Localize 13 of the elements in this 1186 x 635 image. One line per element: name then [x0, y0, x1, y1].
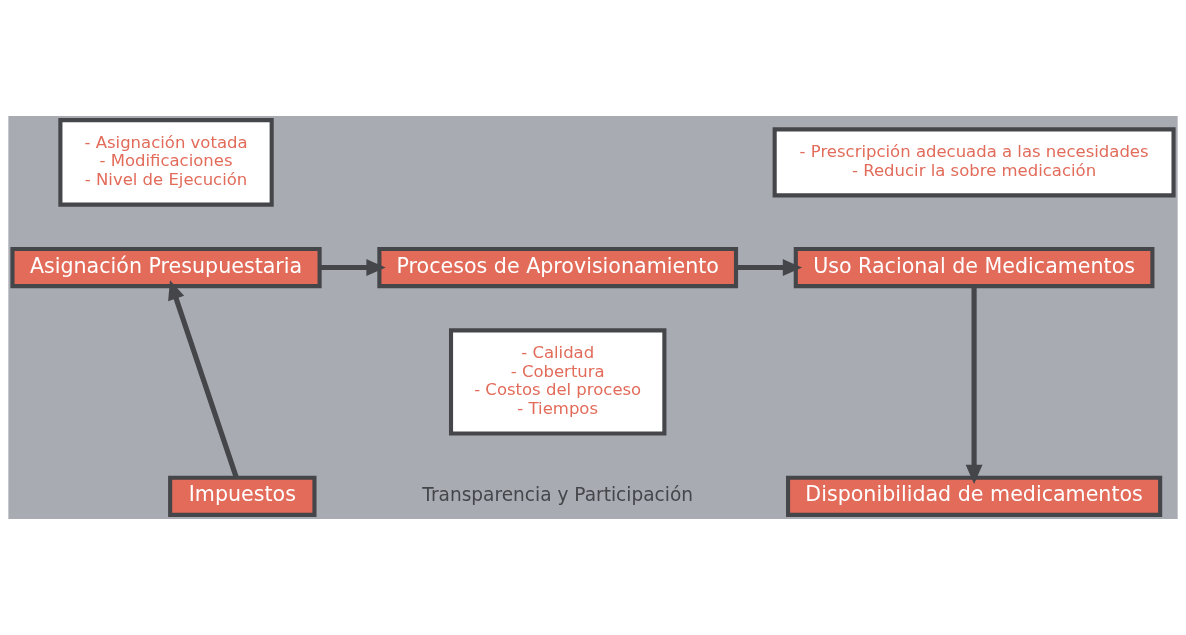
node-box: Procesos de Aprovisionamiento	[377, 246, 739, 289]
node-box: Disponibilidad de medicamentos	[786, 475, 1163, 517]
arrow	[736, 259, 803, 276]
node-box: - Asignación votada - Modificaciones - Nivel de Ejecución	[58, 118, 274, 207]
arrow	[168, 280, 239, 479]
node-box: - Prescripción adecuada a las necesidades - Reducir la sobre medicación	[772, 127, 1176, 198]
label: Transparencia y Participación	[422, 483, 694, 505]
node-box: Uso Racional de Medicamentos	[793, 246, 1155, 289]
arrow	[319, 259, 386, 276]
node-box: Asignación Presupuestaria	[10, 246, 322, 289]
node-box: - Calidad - Cobertura - Costos del proceso - Tiempos	[448, 328, 667, 436]
node-box: Impuestos	[168, 475, 317, 517]
arrow	[965, 286, 983, 484]
